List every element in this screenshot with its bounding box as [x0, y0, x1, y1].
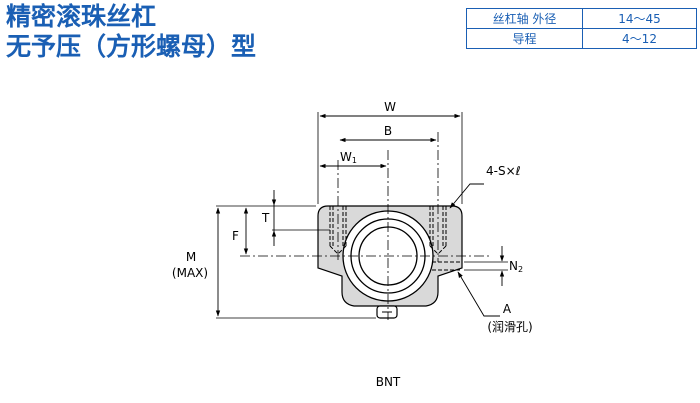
leader-screw [449, 183, 484, 209]
label-N2-sub: 2 [518, 265, 523, 274]
label-W: W [384, 100, 396, 114]
spec-row: 导程 4～12 [466, 28, 697, 49]
label-N2: N2 [509, 259, 523, 274]
label-W1-main: W [340, 150, 352, 164]
label-M-max: (MAX) [172, 266, 208, 280]
label-M: M [186, 250, 196, 264]
figure-caption: BNT [376, 375, 401, 389]
label-F: F [232, 229, 239, 243]
label-screw: 4-S×ℓ [486, 164, 521, 178]
label-A: A [503, 302, 512, 316]
extension-lines [216, 112, 508, 319]
spec-row: 丝杠轴 外径 14～45 [466, 8, 697, 29]
label-B: B [384, 124, 392, 138]
spec-value-lead: 4～12 [582, 28, 697, 49]
title-line-2: 无予压（方形螺母）型 [6, 32, 257, 61]
page-title: 精密滚珠丝杠 无予压（方形螺母）型 [6, 2, 256, 62]
lube-hole [432, 261, 462, 271]
label-W1-sub: 1 [352, 156, 357, 165]
spec-label-lead: 导程 [466, 28, 583, 49]
title-line-1: 精密滚珠丝杠 [6, 2, 157, 31]
label-W1: W1 [340, 150, 357, 165]
spec-label-shaft-diameter: 丝杠轴 外径 [466, 8, 583, 29]
label-N2-main: N [509, 259, 518, 273]
dimension-lines [215, 113, 505, 317]
spec-table: 丝杠轴 外径 14～45 导程 4～12 [466, 8, 697, 49]
leader-lube [457, 271, 500, 317]
label-lube-hole: (润滑孔) [487, 320, 532, 334]
leader-lines [449, 183, 500, 317]
right-threaded-hole [429, 206, 447, 255]
left-threaded-hole [329, 206, 347, 255]
label-T: T [261, 211, 270, 225]
center-lines [240, 132, 490, 320]
